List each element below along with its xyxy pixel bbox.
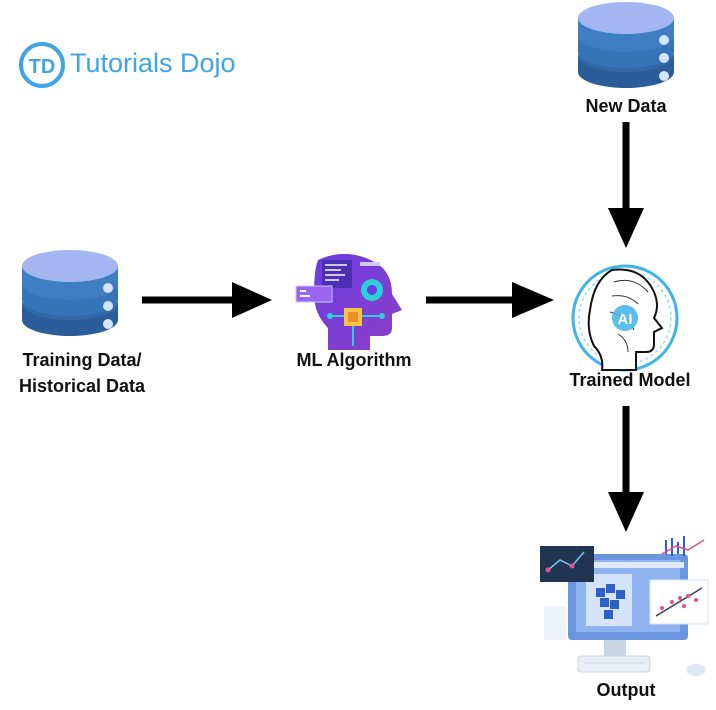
new-data-label: New Data (585, 96, 667, 116)
arrow-training-to-ml (142, 282, 272, 318)
ml-algorithm-label: ML Algorithm (296, 350, 412, 370)
training-data-label-line1: Training Data/ (22, 350, 142, 370)
tutorials-dojo-logo: TD Tutorials Dojo (18, 40, 258, 90)
svg-text:TD: TD (29, 56, 56, 78)
logo-text: Tutorials Dojo (70, 48, 236, 78)
output-dashboard-icon (540, 536, 709, 676)
arrow-ml-to-model (426, 282, 554, 318)
training-data-label-line2: Historical Data (18, 376, 146, 396)
ml-algorithm-brain-icon (295, 253, 402, 350)
arrow-newdata-to-model (608, 122, 644, 248)
svg-text:AI: AI (618, 311, 633, 328)
new-data-database-icon (578, 2, 674, 88)
output-label: Output (596, 680, 656, 700)
td-logo-icon: TD (19, 42, 65, 88)
arrow-model-to-output (608, 406, 644, 532)
trained-model-label: Trained Model (569, 370, 691, 390)
trained-model-ai-icon: AI (571, 264, 679, 372)
training-data-database-icon (22, 250, 118, 336)
